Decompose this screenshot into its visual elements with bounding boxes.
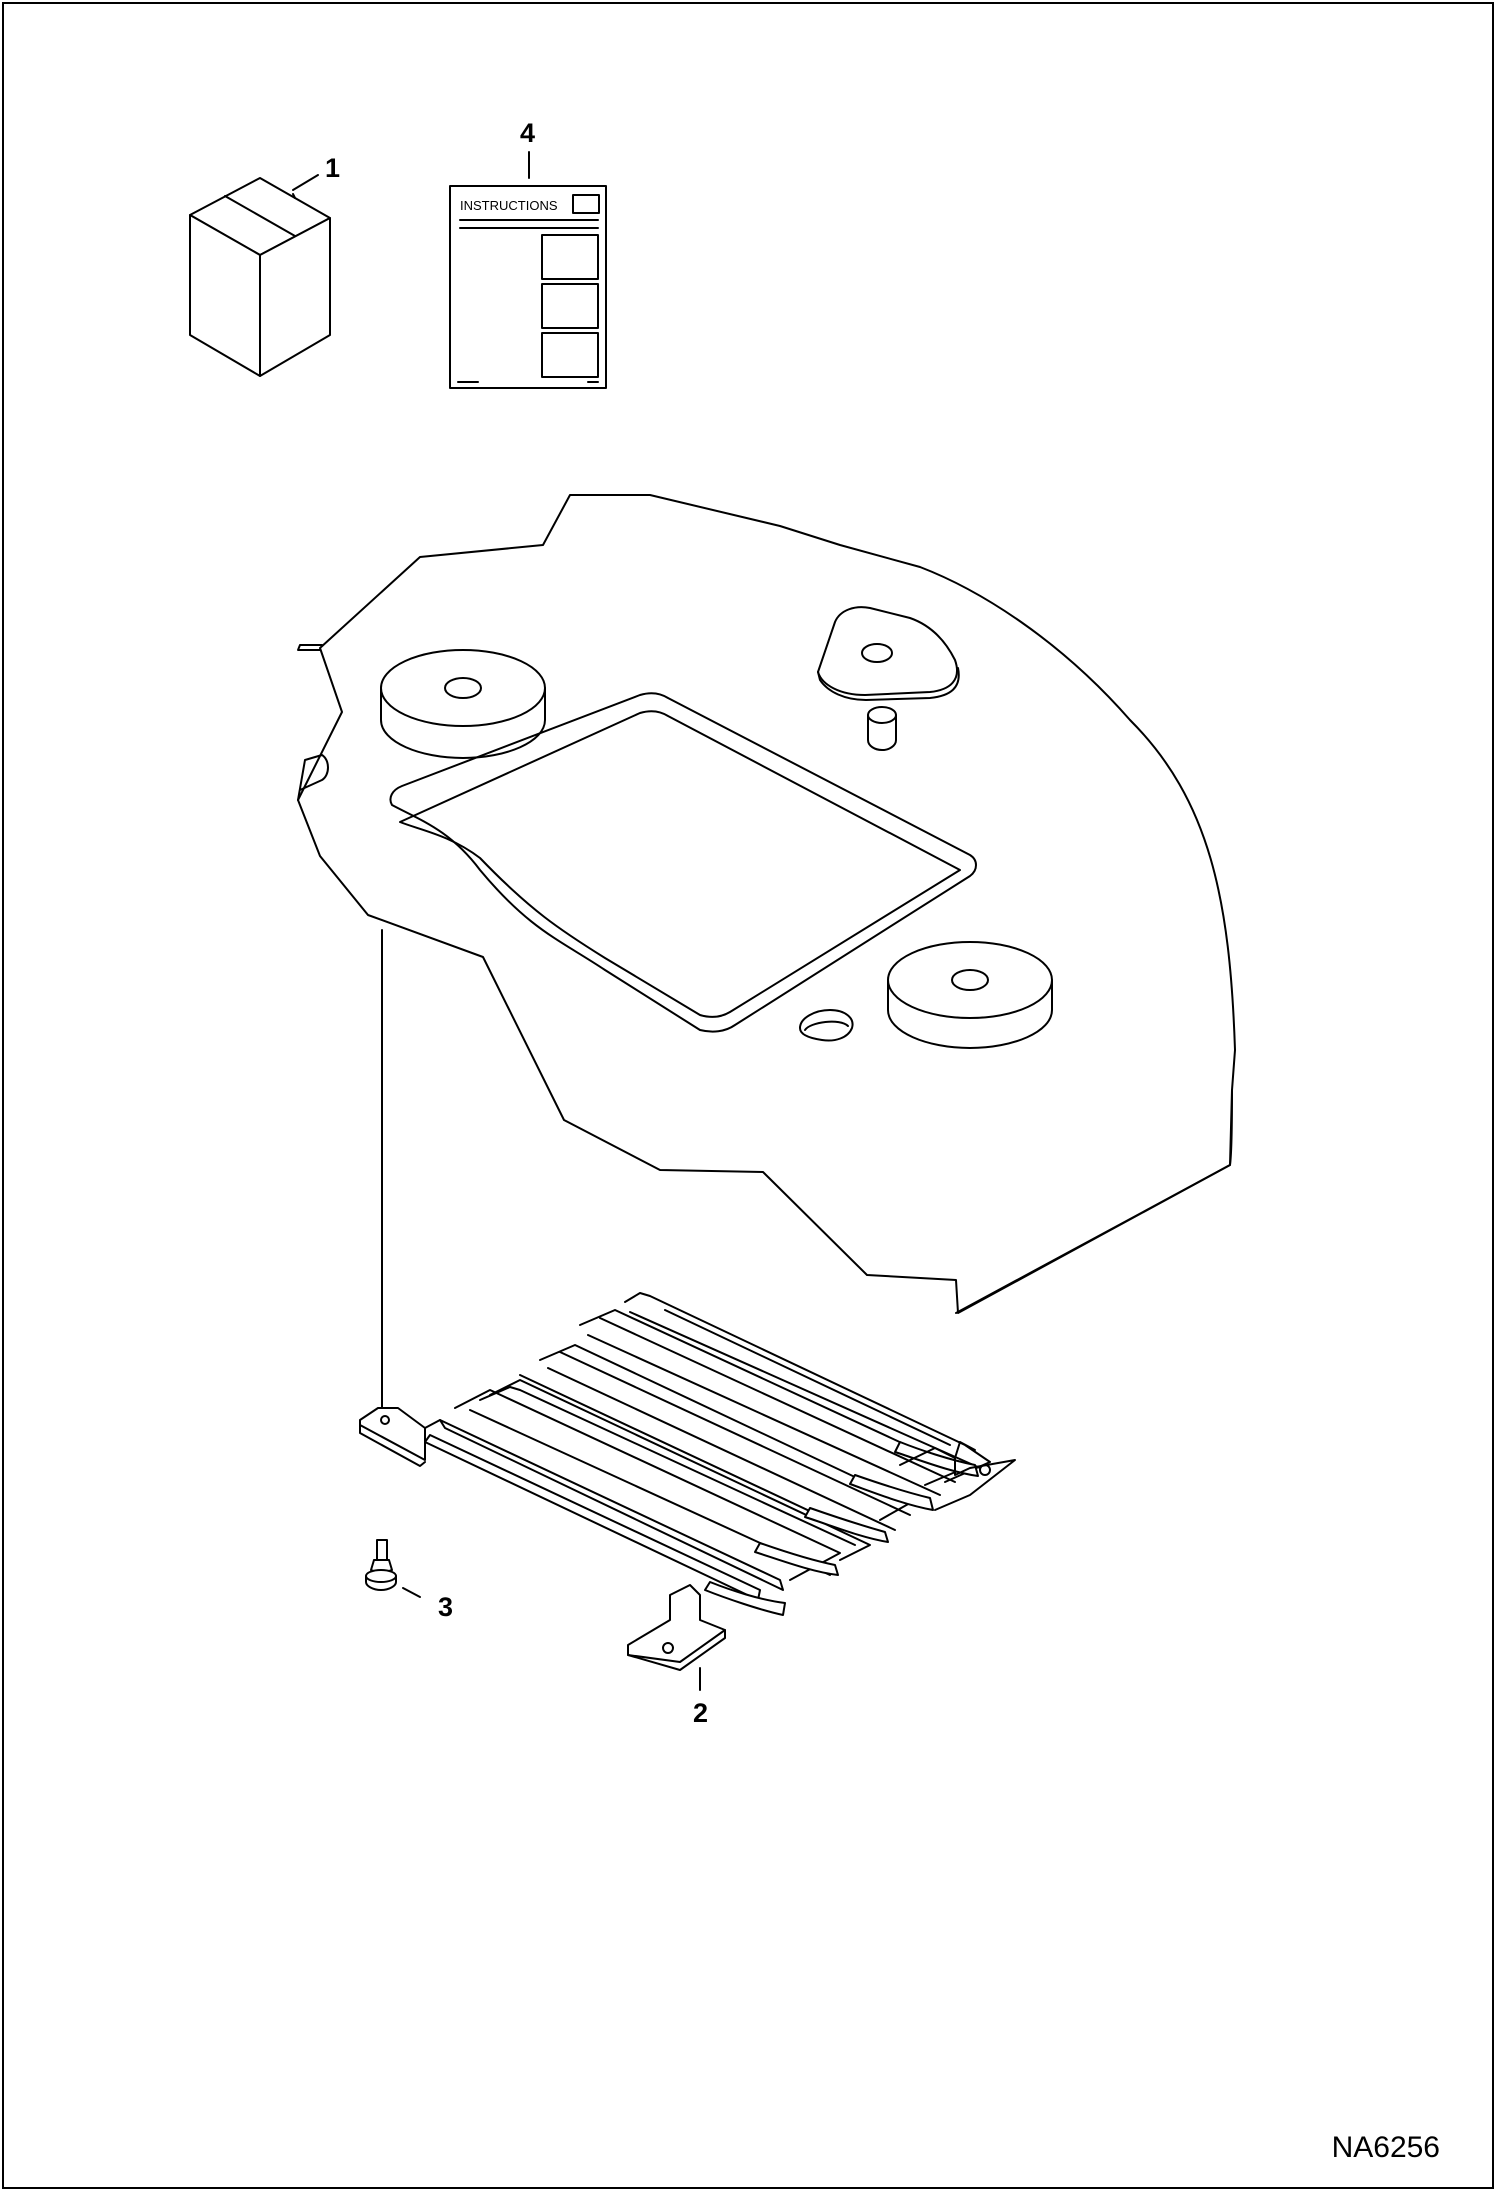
instructions-sheet: INSTRUCTIONS — [449, 151, 607, 389]
callout-2-label: 2 — [693, 1698, 709, 1728]
callout-leader-3 — [402, 1587, 421, 1598]
instructions-title: INSTRUCTIONS — [460, 198, 558, 213]
callout-leader-1 — [292, 174, 319, 191]
callout-1-label: 1 — [325, 153, 341, 183]
flange-bolt — [365, 1539, 421, 1598]
step-grate — [359, 1292, 1016, 1691]
callout-4-label: 4 — [520, 118, 536, 148]
callout-3-label: 3 — [438, 1592, 454, 1622]
kit-box — [189, 174, 331, 377]
floor-plate — [297, 494, 1236, 1314]
drawing-number: NA6256 — [1331, 2131, 1440, 2164]
